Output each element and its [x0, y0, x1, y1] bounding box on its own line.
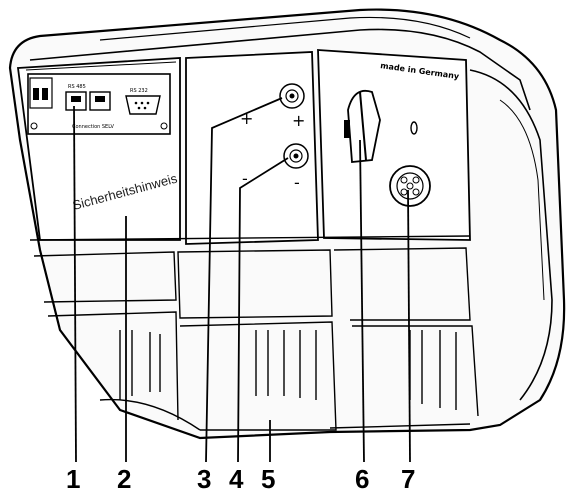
- leader-1: [73, 105, 77, 463]
- housing-side: [469, 69, 553, 401]
- callout-7: 7: [401, 464, 415, 492]
- rs232-label: RS 232: [130, 88, 148, 94]
- lower-fins: [29, 235, 479, 431]
- callout-1: 1: [66, 464, 80, 492]
- callout-3: 3: [197, 464, 211, 492]
- housing-top-rim: [29, 28, 531, 111]
- ac-connector: [389, 165, 431, 207]
- rs485-label: RS 485: [68, 84, 86, 90]
- callout-4: 4: [229, 464, 244, 492]
- rs232-port: [125, 95, 161, 115]
- minus-sign-right: -: [294, 173, 300, 192]
- callout-2: 2: [117, 464, 131, 492]
- minus-sign-left: -: [242, 169, 248, 188]
- connection-label: Connection SELV: [72, 124, 114, 130]
- leader-4: [237, 157, 289, 463]
- leader-6: [359, 139, 365, 463]
- interface-board: RS 485 RS 232 Connection SELV: [27, 73, 171, 135]
- dc-switch: [344, 89, 381, 163]
- dc-plus-connector: [279, 83, 305, 109]
- callout-6: 6: [355, 464, 369, 492]
- callout-5: 5: [261, 464, 275, 492]
- leader-7: [407, 189, 411, 463]
- leader-3: [205, 97, 283, 463]
- plus-sign-right: +: [292, 111, 305, 130]
- off-symbol: [410, 121, 418, 135]
- leader-lines: [73, 97, 411, 463]
- dc-minus-connector: [283, 143, 309, 169]
